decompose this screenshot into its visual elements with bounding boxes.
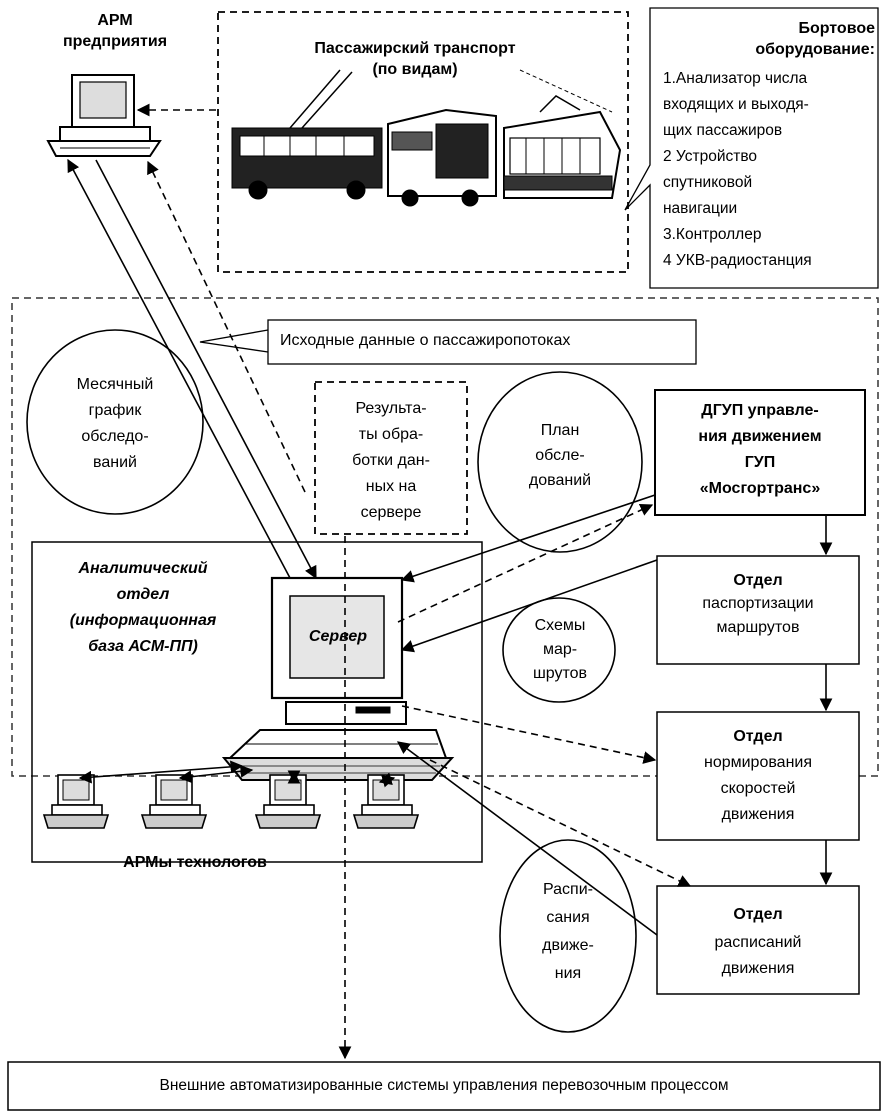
survey-plan-label: План обсле- дований	[528, 422, 592, 489]
external-systems-label: Внешние автоматизированные системы управ…	[159, 1077, 729, 1094]
trolleybus-icon	[231, 69, 383, 200]
bus-icon	[387, 108, 497, 207]
dept-speed-text: нормирования скоростей движения	[703, 754, 813, 823]
dept-schedules-box	[656, 885, 860, 995]
arrow-passport-to-server	[400, 559, 658, 653]
server-computer-icon	[221, 576, 455, 781]
arrow-plan-to-server	[400, 494, 656, 583]
arrow-arm-to-server	[95, 159, 317, 580]
analytics-box	[31, 541, 483, 863]
arrow-server-to-schedules	[429, 759, 692, 887]
server-label: Сервер	[308, 628, 368, 645]
enterprise-computer-icon	[46, 74, 162, 157]
dgup-box	[654, 389, 866, 516]
technologist-pc-icon-1	[42, 774, 110, 829]
technologist-pc-icon-3	[254, 774, 322, 829]
survey-plan-ellipse	[477, 371, 643, 553]
external-box	[7, 1061, 881, 1111]
dept-speed-title: Отдел	[733, 728, 783, 745]
system-boundary	[11, 297, 879, 777]
route-schemes-label: Схемы мар- шрутов	[532, 617, 588, 682]
dept-passport-text: паспортизации маршрутов	[702, 595, 814, 636]
source-data-box	[267, 319, 697, 365]
technologist-pc-icon-2	[140, 774, 208, 829]
arm-enterprise-label: АРМ предприятия	[62, 12, 168, 50]
route-schemes-ellipse	[502, 597, 616, 703]
dgup-label: ДГУП управле- ния движением ГУП «Мосгорт…	[698, 402, 822, 497]
dept-passport-title: Отдел	[733, 572, 783, 589]
arrow-server-pc2	[178, 764, 254, 784]
passenger-transport-label: Пассажирский транспорт (по видам)	[314, 40, 516, 78]
arrow-server-to-dgup	[397, 504, 654, 623]
schedules-label: Распи- сания движе- ния	[542, 881, 594, 982]
dashed-arrows	[136, 103, 692, 1060]
tram-icon	[503, 69, 622, 199]
onboard-equipment-title: Бортовое оборудование:	[755, 20, 875, 58]
dept-speed-box	[656, 711, 860, 841]
arrow-server-pc4	[378, 772, 396, 788]
monthly-schedule-ellipse	[26, 329, 204, 515]
source-data-label: Исходные данные о пассажиропотоках	[280, 332, 571, 349]
solid-arrows	[67, 158, 833, 936]
dept-passport-box	[656, 555, 860, 665]
equipment-bracket	[624, 7, 879, 289]
arm-technologists-label: АРМы технологов	[123, 854, 267, 871]
dept-schedules-text: расписаний движения	[714, 934, 802, 977]
results-box	[314, 381, 468, 535]
dept-schedules-title: Отдел	[733, 906, 783, 923]
transport-box	[217, 11, 629, 273]
processing-results-label: Результа- ты обра- ботки дан- ных на сер…	[352, 400, 430, 521]
analytics-dept-label: Аналитический отдел (информационная база…	[69, 560, 217, 655]
onboard-equipment-items: 1.Анализатор числа входящих и выходя- щи…	[663, 70, 812, 269]
technologist-pc-icon-4	[352, 774, 420, 829]
monthly-schedule-label: Месячный график обследо- ваний	[76, 376, 154, 471]
arrow-results-to-arm	[147, 160, 306, 493]
arrow-schedules-to-server	[396, 741, 658, 936]
arrow-server-to-arm	[67, 158, 291, 579]
schedules-ellipse	[499, 839, 637, 1033]
